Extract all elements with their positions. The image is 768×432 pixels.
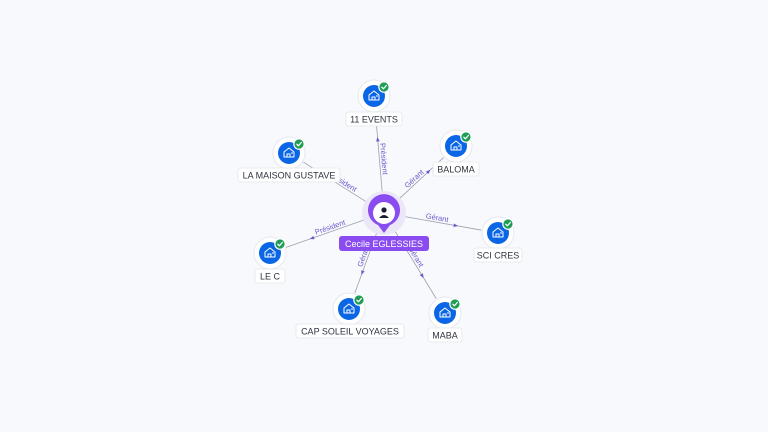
person-icon bbox=[379, 207, 389, 218]
company-node[interactable]: BALOMA bbox=[432, 129, 480, 177]
company-node[interactable]: MABA bbox=[427, 296, 463, 343]
edge-line bbox=[285, 217, 370, 248]
edge-arrow bbox=[425, 169, 431, 175]
company-name: CAP SOLEIL VOYAGES bbox=[301, 327, 399, 337]
company-node[interactable]: CAP SOLEIL VOYAGES bbox=[295, 292, 405, 339]
company-node[interactable]: 11 EVENTS bbox=[345, 79, 403, 127]
edge-arrow bbox=[419, 273, 424, 279]
edge-relation-label: Gérant bbox=[403, 167, 427, 190]
building-icon bbox=[368, 90, 380, 101]
center-person-node[interactable]: Cecile EGLESSIES bbox=[339, 191, 429, 251]
verified-check-icon bbox=[460, 131, 472, 143]
company-name: LA MAISON GUSTAVE bbox=[243, 171, 336, 181]
center-person-name: Cecile EGLESSIES bbox=[345, 239, 423, 249]
verified-check-icon bbox=[502, 218, 514, 230]
edge-line bbox=[375, 112, 384, 198]
company-label-bg bbox=[432, 161, 480, 177]
edge-relation-label: Président bbox=[314, 217, 348, 236]
company-node[interactable]: LA MAISON GUSTAVE bbox=[237, 136, 341, 183]
company-label-bg bbox=[295, 323, 405, 339]
company-label-bg bbox=[345, 111, 403, 127]
edge-arrow bbox=[453, 223, 459, 228]
company-label-bg bbox=[237, 167, 341, 183]
edge-relation-label: Président bbox=[378, 143, 390, 176]
company-name: 11 EVENTS bbox=[350, 115, 398, 125]
building-icon bbox=[492, 227, 504, 238]
center-label-bg bbox=[339, 236, 429, 251]
edge-arrow bbox=[361, 270, 365, 276]
company-name: MABA bbox=[432, 331, 458, 341]
edge-relation-label: Gérant bbox=[425, 211, 450, 224]
building-icon bbox=[343, 303, 355, 314]
verified-check-icon bbox=[274, 238, 286, 250]
verified-check-icon bbox=[293, 138, 305, 150]
company-label-bg bbox=[254, 268, 286, 284]
verified-check-icon bbox=[353, 294, 365, 306]
company-name: LE C bbox=[260, 272, 281, 282]
nodes-layer: 11 EVENTS BALOMA SCI CRES MABA CAP SOLEIL VO… bbox=[237, 79, 523, 343]
building-icon bbox=[283, 147, 295, 158]
building-icon bbox=[264, 247, 276, 258]
building-icon bbox=[450, 140, 462, 151]
edge-arrow bbox=[376, 136, 380, 142]
edge-arrow bbox=[309, 235, 315, 240]
verified-check-icon bbox=[449, 298, 461, 310]
edge-line bbox=[399, 215, 482, 231]
company-node[interactable]: LE C bbox=[253, 236, 287, 284]
company-name: BALOMA bbox=[437, 165, 475, 175]
company-name: SCI CRES bbox=[477, 251, 520, 261]
center-inner bbox=[373, 202, 395, 224]
company-label-bg bbox=[427, 327, 463, 343]
company-node[interactable]: SCI CRES bbox=[473, 216, 523, 263]
building-icon bbox=[439, 307, 451, 318]
company-label-bg bbox=[473, 247, 523, 263]
verified-check-icon bbox=[378, 81, 390, 93]
